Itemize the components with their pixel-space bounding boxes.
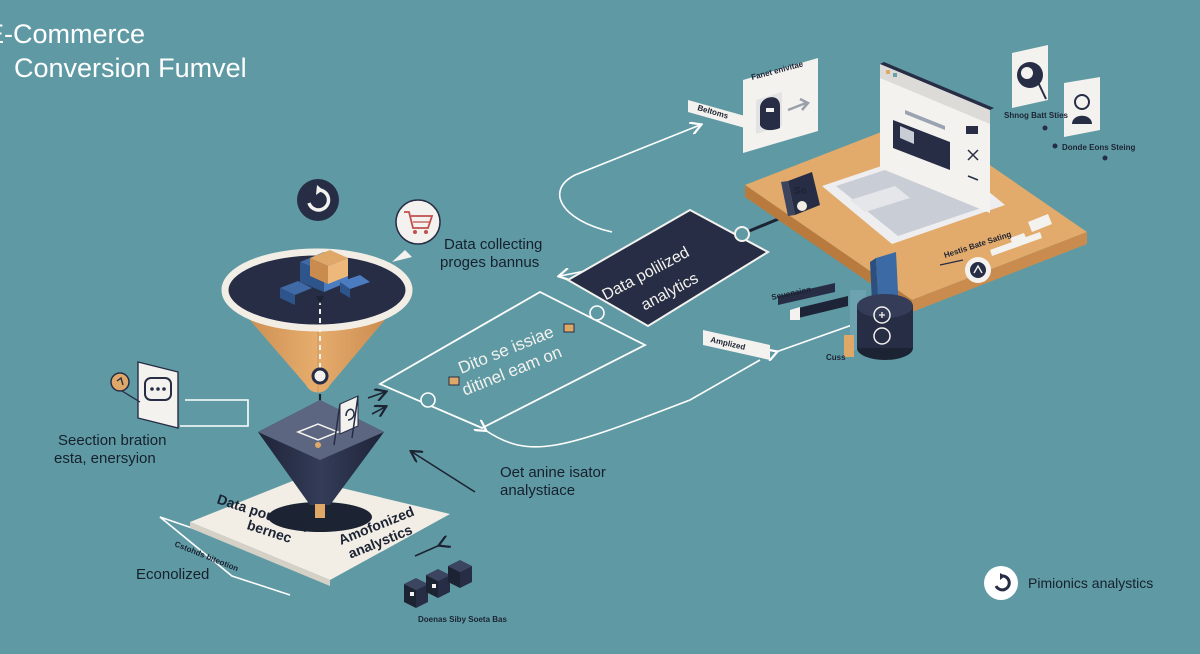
flag-marker [333, 395, 359, 446]
connector-lines [159, 125, 853, 596]
brand-text: Pimionics analystics [1028, 575, 1154, 591]
label-data-collecting: Data collecting [444, 236, 543, 253]
card-caption-2: Donde Eons Steing [1062, 143, 1135, 152]
label-oet-line1: Oet anine isator [500, 464, 606, 481]
cube-row [404, 560, 472, 608]
so-box [781, 172, 820, 216]
label-econolized: Econolized [136, 566, 210, 583]
chat-icon [110, 361, 179, 429]
so-label: So [794, 186, 807, 197]
card-caption-1: Shnog Batt Sties [1004, 111, 1069, 120]
cuss-label: Cuss [826, 353, 846, 362]
desk-items [939, 214, 1052, 283]
bottom-caption: Doenas Siby Soeta Bas [418, 615, 507, 624]
brand-refresh-icon [984, 566, 1018, 600]
profile-card-2 [1052, 77, 1108, 161]
browser-window [880, 62, 994, 213]
cart-icon [392, 199, 441, 262]
data-analytics-panel [565, 208, 771, 328]
label-proges-bannus: proges bannus [440, 254, 540, 271]
cylinder-stack [844, 252, 913, 360]
refresh-icon [297, 179, 339, 221]
profile-card-1 [1012, 45, 1048, 131]
page-title-line2: Conversion Fumvel [14, 53, 247, 83]
page-title-line1: E-Commerce [0, 19, 146, 49]
dito-markers [448, 323, 575, 386]
amplized-tag [703, 330, 770, 360]
brand-logo: Pimionics analystics [984, 566, 1153, 600]
label-oet-line2: analystiace [500, 482, 576, 499]
funnel [221, 248, 413, 450]
label-seection-line2: esta, enersyion [54, 450, 156, 467]
dito-labels: Dito se issiae ditinel eam on [456, 322, 565, 399]
beltoms-tag [688, 100, 745, 128]
lower-platform [190, 400, 450, 586]
fanet-frame [743, 58, 818, 153]
seuenaion-bars [778, 283, 848, 320]
label-seection-line1: Seection bration [58, 432, 167, 449]
